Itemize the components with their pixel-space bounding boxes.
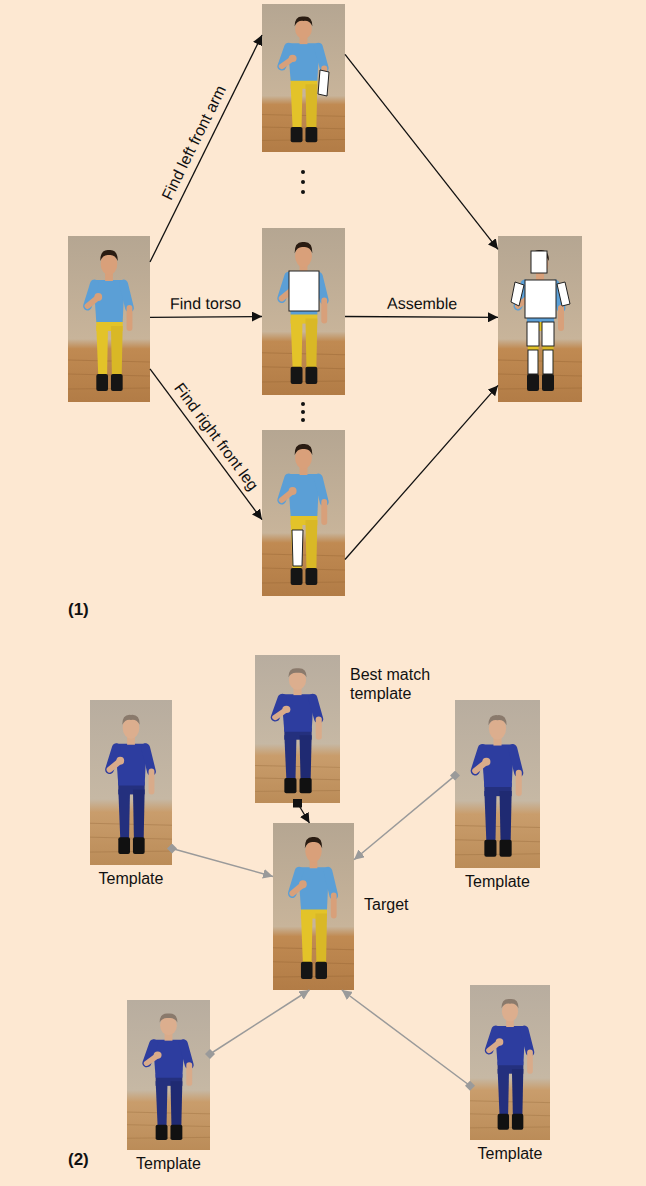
arrow-connector xyxy=(150,316,262,318)
target-photo xyxy=(273,823,354,990)
photo-caption: Template xyxy=(465,872,530,891)
photo-caption: Template xyxy=(99,869,164,888)
arrow-connector xyxy=(342,990,470,1086)
template-photo xyxy=(470,985,550,1140)
photo-caption: Template xyxy=(136,1154,201,1173)
template-photo: Template xyxy=(455,700,540,868)
source-photo xyxy=(68,236,150,402)
ellipsis-dots xyxy=(301,170,305,422)
template-photo xyxy=(90,700,172,865)
assembled-photo xyxy=(498,236,582,402)
part-photo xyxy=(262,430,345,596)
part-photo xyxy=(262,4,345,152)
photo-caption: Template xyxy=(478,1144,543,1163)
template-photo xyxy=(455,700,540,868)
edge-label: Find right front leg xyxy=(171,379,263,494)
template-photo: Template xyxy=(127,1000,210,1150)
arrow-connector xyxy=(298,803,310,823)
edge-label: Find torso xyxy=(170,294,241,314)
arrow-connector xyxy=(354,776,455,860)
part-photo xyxy=(262,430,345,596)
edge-label: Assemble xyxy=(387,294,457,313)
arrow-connector xyxy=(345,385,498,559)
panel-number: (2) xyxy=(68,1150,89,1170)
part-boxes xyxy=(289,70,570,566)
target-photo: Target xyxy=(273,823,354,990)
template-photo xyxy=(127,1000,210,1150)
edge-label: Find left front arm xyxy=(158,82,231,203)
part-photo xyxy=(262,4,345,152)
template-photo xyxy=(255,655,340,803)
arrow-connector xyxy=(345,54,498,249)
photo-caption: Target xyxy=(364,895,454,914)
assembled-photo xyxy=(498,236,582,402)
template-photo: Template xyxy=(90,700,172,865)
panel-number: (1) xyxy=(68,600,89,620)
arrow-connector xyxy=(172,849,273,877)
arrow-connector xyxy=(150,35,262,262)
arrow-connector xyxy=(210,990,309,1054)
part-photo xyxy=(262,228,345,395)
template-photo: Best match template xyxy=(255,655,340,803)
photo-caption: Best match template xyxy=(350,665,450,703)
arrow-connector xyxy=(150,369,262,520)
source-photo xyxy=(68,236,150,402)
arrow-connector xyxy=(345,316,498,318)
template-photo: Template xyxy=(470,985,550,1140)
part-photo xyxy=(262,228,345,395)
